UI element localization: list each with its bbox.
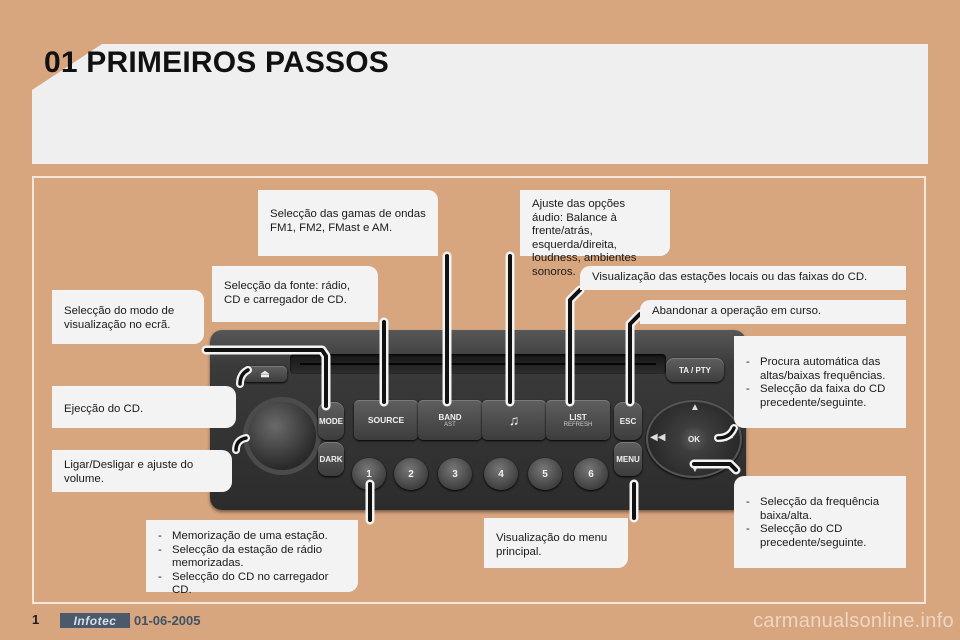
callout-esc: Abandonar a operação em curso. <box>640 300 906 324</box>
eject-button[interactable]: ⏏ <box>243 366 287 382</box>
header-panel <box>32 44 928 164</box>
page-title: 01 PRIMEIROS PASSOS <box>44 46 390 79</box>
presets-item-1: Memorização de uma estação. <box>158 530 346 544</box>
callout-list: Visualização das estações locais ou das … <box>580 266 906 290</box>
callout-seek: Procura automática das altas/baixas freq… <box>734 336 906 428</box>
callout-eject: Ejecção do CD. <box>52 386 236 428</box>
callout-audio: Ajuste das opções áudio: Balance à frent… <box>520 190 670 278</box>
document-date: 01-06-2005 <box>134 613 201 628</box>
callout-source: Selecção da fonte: rádio, CD e carregado… <box>212 266 378 322</box>
seek-item-1: Procura automática das altas/baixas freq… <box>746 356 894 383</box>
frequency-item-1: Selecção da frequência baixa/alta. <box>746 496 894 523</box>
footer: 1 Infotec 01-06-2005 carmanualsonline.in… <box>0 610 960 636</box>
leader-list <box>565 285 585 407</box>
ok-button[interactable]: OK <box>680 427 708 451</box>
leader-mode <box>201 345 331 411</box>
callout-power: Ligar/Desligar e ajuste do volume. <box>52 450 232 492</box>
seek-item-2: Selecção da faixa do CD precedente/segui… <box>746 383 894 410</box>
list-label: LIST <box>569 412 587 422</box>
arrow-up-icon[interactable]: ▲ <box>690 402 700 413</box>
callout-band: Selecção das gamas de ondas FM1, FM2, FM… <box>258 190 438 256</box>
callout-display-mode: Selecção do modo de visualização no ecrã… <box>52 290 204 344</box>
page-number: 1 <box>32 612 40 627</box>
band-sub-label: AST <box>444 421 456 428</box>
esc-button[interactable]: ESC <box>614 402 642 440</box>
frequency-item-2: Selecção do CD precedente/seguinte. <box>746 523 894 550</box>
content-frame <box>32 176 926 604</box>
leader-seek <box>714 424 738 442</box>
leader-esc <box>625 309 645 407</box>
presets-item-2: Selecção da estação de rádio memorizadas… <box>158 544 346 571</box>
menu-button[interactable]: MENU <box>614 442 642 476</box>
volume-knob[interactable] <box>248 402 316 470</box>
ta-pty-button[interactable]: TA / PTY <box>666 358 724 382</box>
band-label: BAND <box>438 412 462 422</box>
leader-frequency <box>689 459 741 475</box>
brand-logo: Infotec <box>60 613 130 628</box>
list-sub-label: REFRESH <box>563 421 593 428</box>
watermark: carmanualsonline.info <box>753 610 954 632</box>
preset-button-3[interactable]: 3 <box>438 458 472 490</box>
audio-button[interactable]: ♫ <box>482 400 546 440</box>
music-note-icon: ♫ <box>508 412 520 428</box>
band-button[interactable]: BAND AST <box>418 400 482 440</box>
eject-icon: ⏏ <box>260 368 270 380</box>
callout-menu: Visualização do menu principal. <box>484 518 628 568</box>
preset-button-4[interactable]: 4 <box>484 458 518 490</box>
dark-button[interactable]: DARK <box>318 442 344 476</box>
callout-frequency: Selecção da frequência baixa/alta. Selec… <box>734 476 906 568</box>
preset-button-6[interactable]: 6 <box>574 458 608 490</box>
leader-eject <box>236 366 252 388</box>
arrow-left-icon[interactable]: ◀◀ <box>650 432 666 443</box>
arrow-down-icon[interactable]: ▼ <box>690 464 700 475</box>
leader-power <box>232 434 250 454</box>
preset-button-2[interactable]: 2 <box>394 458 428 490</box>
presets-item-3: Selecção do CD no carregador CD. <box>158 571 346 598</box>
callout-presets: Memorização de uma estação. Selecção da … <box>146 520 358 596</box>
preset-button-5[interactable]: 5 <box>528 458 562 490</box>
list-button[interactable]: LIST REFRESH <box>546 400 610 440</box>
source-button[interactable]: SOURCE <box>354 400 418 440</box>
